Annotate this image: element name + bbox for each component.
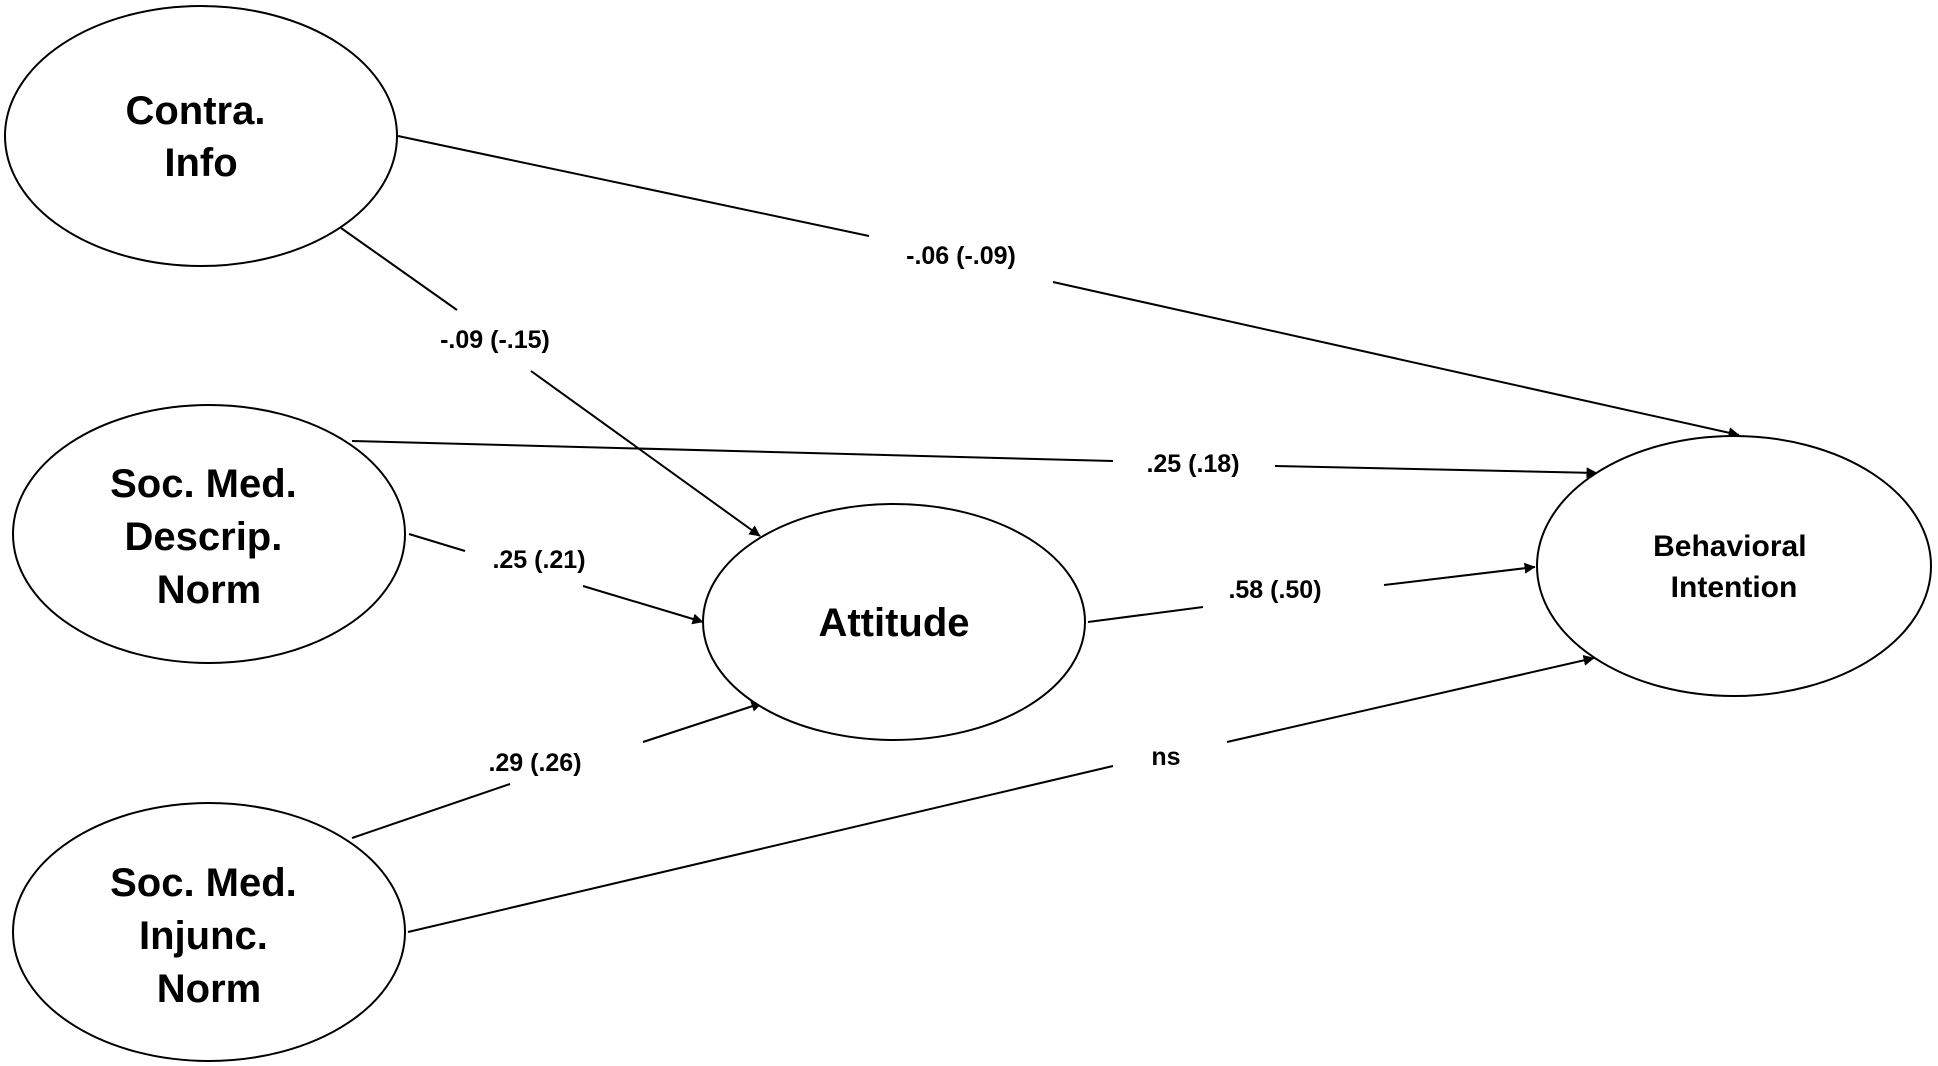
node-soc-med-descrip-norm-label: Soc. Med. Descrip. Norm xyxy=(110,462,308,612)
edge-descrip-to-intention-segment xyxy=(351,440,1114,462)
node-contra-info-line-2: Info xyxy=(164,141,237,185)
edge-label-contra-to-attitude: -.09 (-.15) xyxy=(440,326,550,354)
node-behavioral-intention: Behavioral Intention xyxy=(1536,435,1932,697)
node-attitude-shape xyxy=(702,503,1086,741)
edge-label-contra-to-intention: -.06 (-.09) xyxy=(906,242,1016,270)
node-soc-med-descrip-norm-line-1: Soc. Med. xyxy=(110,462,297,506)
edge-label-attitude-to-intention: .58 (.50) xyxy=(1228,576,1321,604)
node-soc-med-injunc-norm-shape xyxy=(12,802,406,1062)
edge-injunc-to-attitude-segment xyxy=(351,783,511,839)
edge-contra-to-attitude-segment xyxy=(340,227,458,311)
node-behavioral-intention-line-2: Intention xyxy=(1671,571,1798,604)
node-attitude-label: Attitude xyxy=(818,601,969,645)
edge-attitude-to-intention-arrow xyxy=(1383,562,1536,586)
edge-contra-to-intention-arrow xyxy=(1052,281,1740,439)
edge-injunc-to-attitude-arrow xyxy=(642,701,763,743)
edge-injunc-to-intention-arrow xyxy=(1226,654,1595,743)
node-contra-info: Contra. Info xyxy=(4,5,398,267)
edge-attitude-to-intention-segment xyxy=(1087,606,1204,623)
node-soc-med-injunc-norm-line-3: Norm xyxy=(157,967,261,1011)
node-contra-info-line-1: Contra. xyxy=(125,89,265,133)
node-soc-med-injunc-norm-line-2: Injunc. xyxy=(139,914,268,958)
edge-label-injunc-to-intention: ns xyxy=(1151,743,1180,771)
edge-label-descrip-to-intention: .25 (.18) xyxy=(1146,450,1239,478)
node-soc-med-descrip-norm-line-3: Norm xyxy=(157,568,261,612)
edge-descrip-to-attitude-segment xyxy=(408,533,466,552)
edge-contra-to-attitude-arrow xyxy=(530,370,761,537)
node-attitude: Attitude xyxy=(702,503,1086,741)
node-behavioral-intention-shape xyxy=(1536,435,1932,697)
node-soc-med-descrip-norm: Soc. Med. Descrip. Norm xyxy=(12,404,406,664)
edge-contra-to-intention-segment xyxy=(397,135,870,237)
edge-label-descrip-to-attitude: .25 (.21) xyxy=(492,546,585,574)
node-attitude-line-1: Attitude xyxy=(818,601,969,645)
edge-label-injunc-to-attitude: .29 (.26) xyxy=(488,749,581,777)
node-behavioral-intention-line-1: Behavioral xyxy=(1653,530,1806,563)
node-behavioral-intention-label: Behavioral Intention xyxy=(1653,530,1815,604)
node-soc-med-injunc-norm-line-1: Soc. Med. xyxy=(110,861,297,905)
edges xyxy=(340,135,1740,933)
node-soc-med-descrip-norm-shape xyxy=(12,404,406,664)
edge-label-contra-to-intention-value: .06 (-.09) xyxy=(914,242,1015,270)
node-contra-info-label: Contra. Info xyxy=(125,89,276,185)
node-soc-med-injunc-norm-label: Soc. Med. Injunc. Norm xyxy=(110,861,308,1011)
edge-labels: -.06 (-.09) -.09 (-.15) .25 (.18) .25 (.… xyxy=(440,242,1321,777)
node-contra-info-shape xyxy=(4,5,398,267)
edge-descrip-to-attitude-arrow xyxy=(582,585,704,625)
edge-descrip-to-intention-arrow xyxy=(1274,465,1598,479)
node-soc-med-descrip-norm-line-2: Descrip. xyxy=(125,515,283,559)
edge-injunc-to-intention-segment xyxy=(407,765,1114,933)
node-soc-med-injunc-norm: Soc. Med. Injunc. Norm xyxy=(12,802,406,1062)
